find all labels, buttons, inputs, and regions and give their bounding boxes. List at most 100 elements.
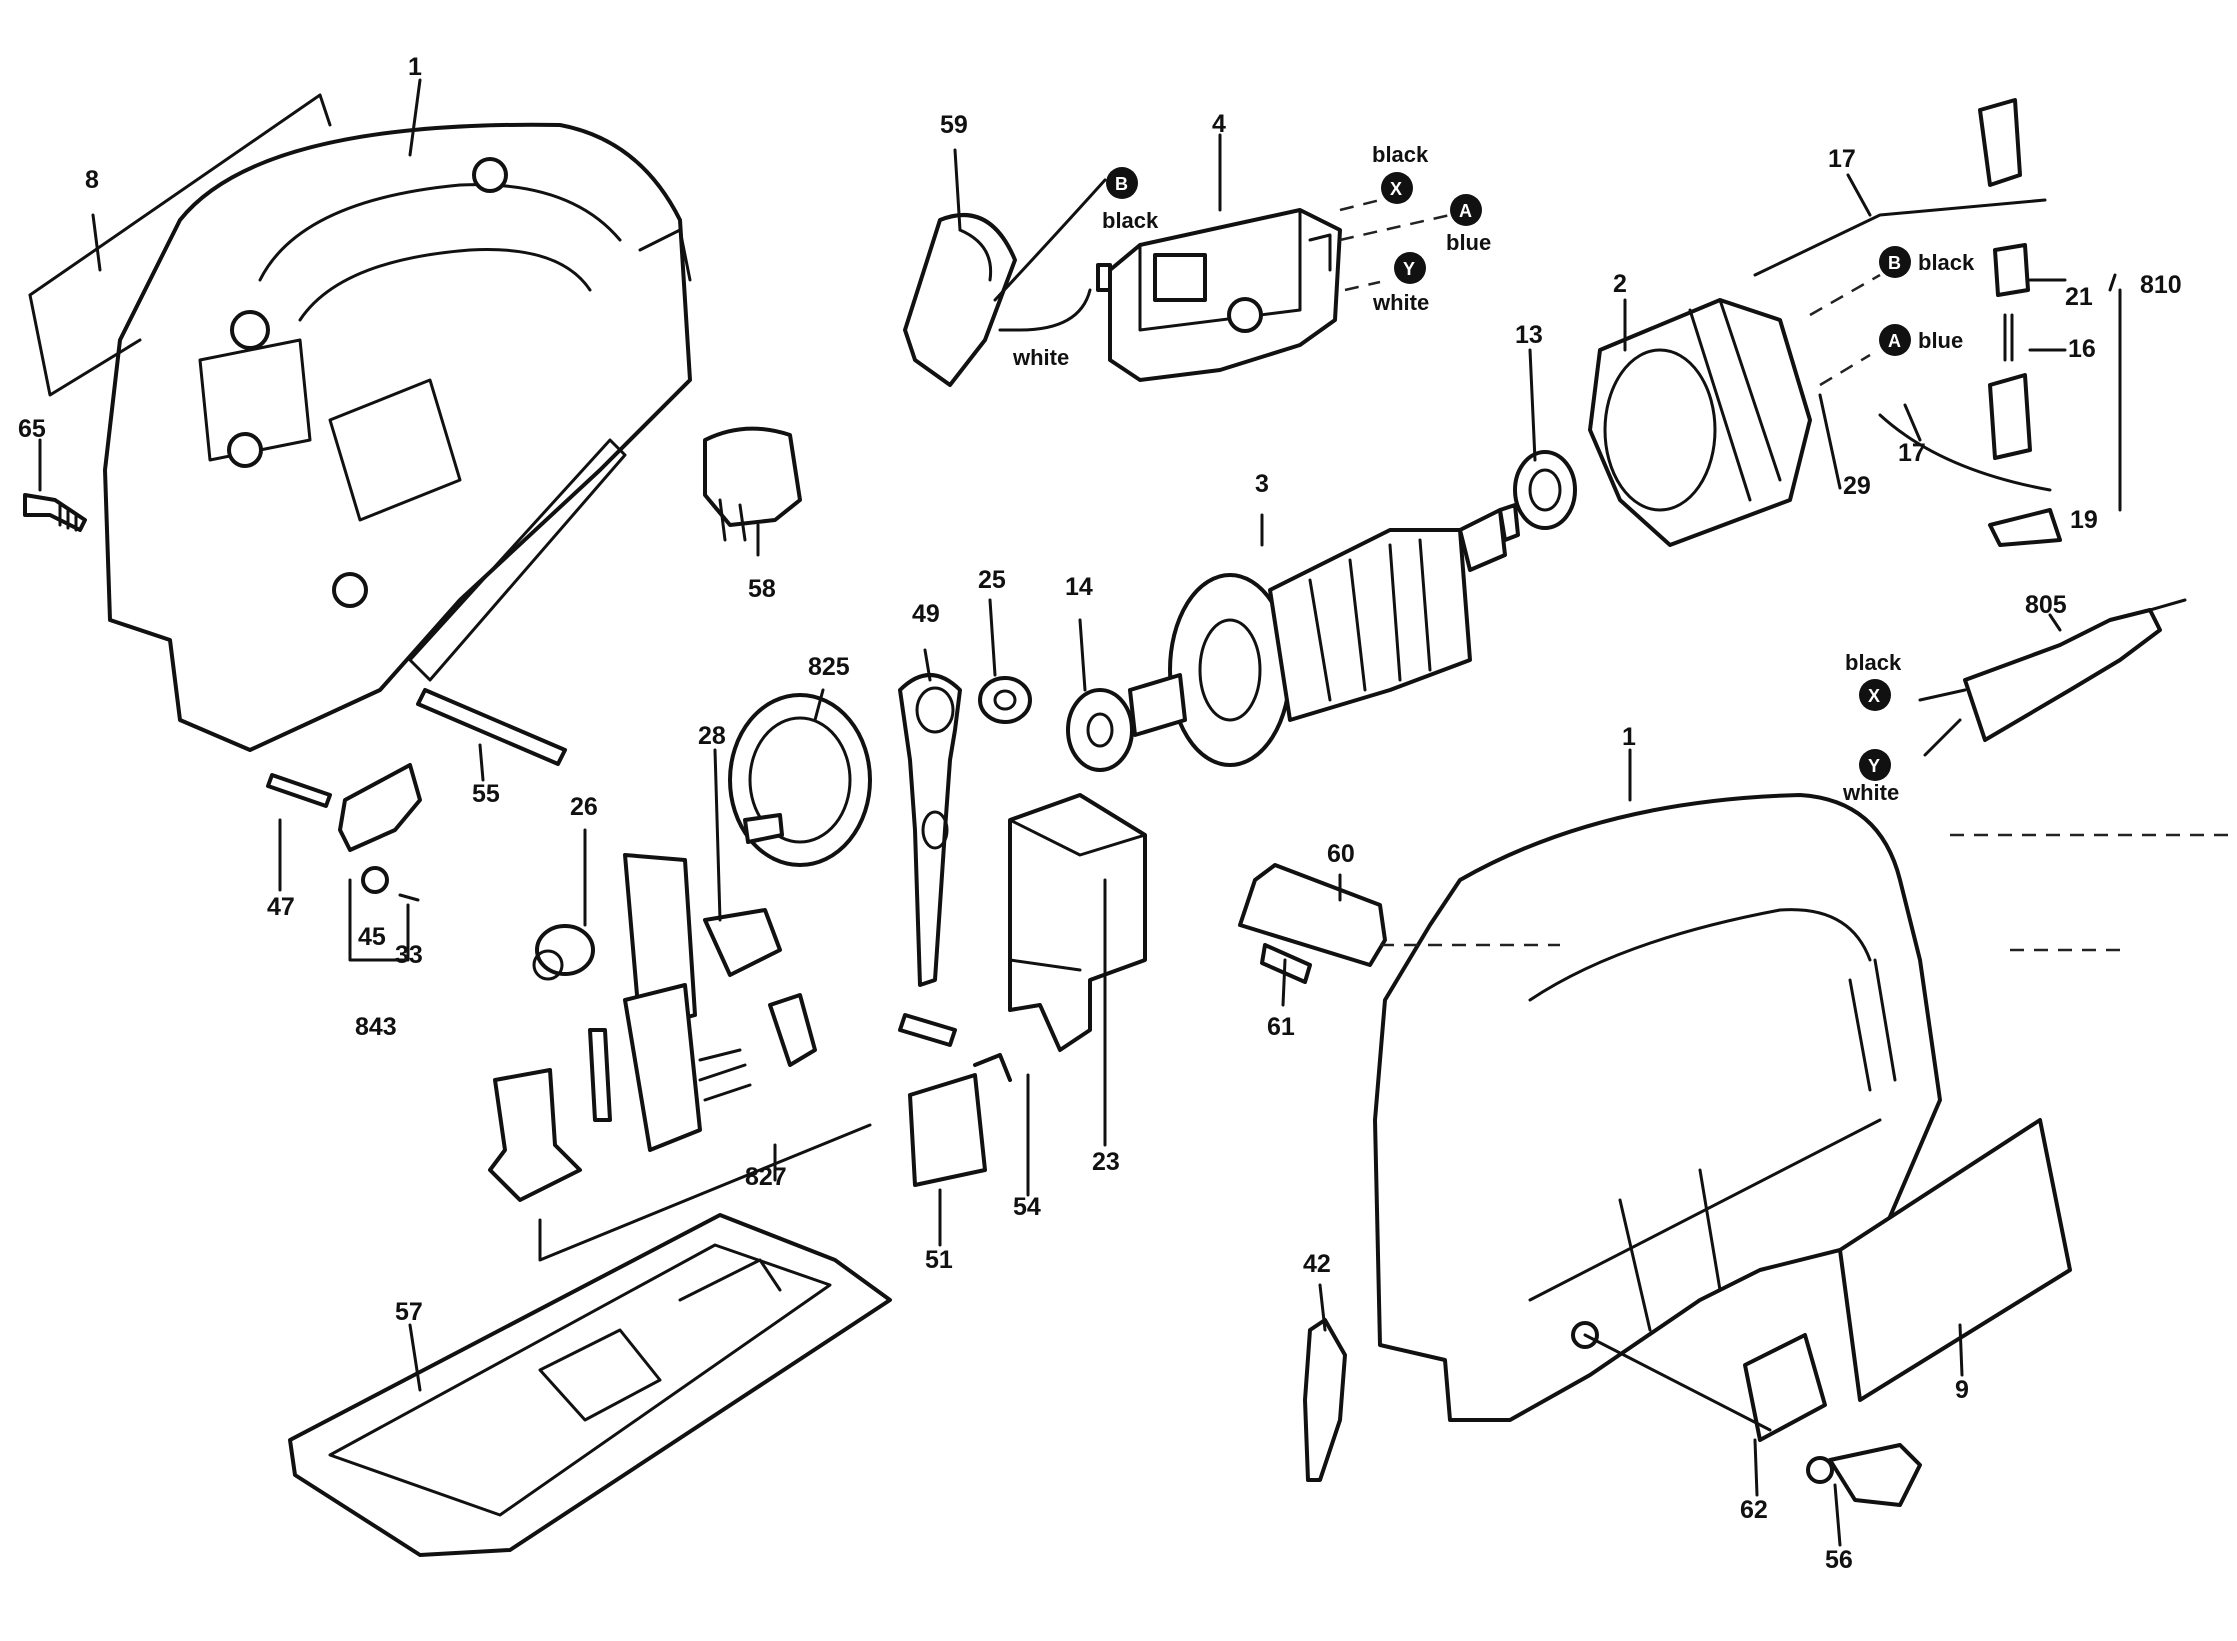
parts-51-54-drawing — [898, 1013, 1012, 1187]
bushing-25-drawing — [978, 676, 1032, 724]
housing-half-drawing — [103, 122, 692, 752]
label-sheet-9-drawing — [1838, 1118, 2072, 1402]
part-label-805: 805 — [2025, 591, 2067, 619]
wire-tag-x: X — [1390, 179, 1402, 199]
part-label-49: 49 — [912, 600, 940, 628]
part-label-26: 26 — [570, 793, 598, 821]
blower-60-drawing — [1238, 863, 1387, 984]
blade-42-drawing — [1303, 1318, 1347, 1482]
wire-label-black: black — [1918, 250, 1975, 275]
part-label-9: 9 — [1955, 1376, 1969, 1404]
part-label-54: 54 — [1013, 1193, 1041, 1221]
part-label-827: 827 — [745, 1163, 787, 1191]
screw-65-drawing — [23, 493, 87, 532]
part-label-47: 47 — [267, 893, 295, 921]
wire-tag-a: A — [1459, 201, 1472, 221]
part-label-61: 61 — [1267, 1013, 1295, 1041]
label-sheet-8-drawing — [28, 93, 332, 397]
wire-tag-y: Y — [1868, 756, 1880, 776]
wire-tag-y-circle — [1859, 749, 1891, 781]
wire-tag-x: X — [1868, 686, 1880, 706]
part-label-55: 55 — [472, 780, 500, 808]
leader-lines — [38, 78, 2122, 1547]
part-label-17: 17 — [1898, 439, 1926, 467]
part-label-2: 2 — [1613, 270, 1627, 298]
cap-58-drawing — [703, 426, 802, 542]
part-labels: 1 8 65 59 4 17 2 13 21 810 16 17 29 19 3… — [18, 53, 2182, 1574]
part-label-843: 843 — [355, 1013, 397, 1041]
wire-label-black: black — [1845, 650, 1902, 675]
part-label-14: 14 — [1065, 573, 1093, 601]
part-label-60: 60 — [1327, 840, 1355, 868]
plate-62-drawing — [1583, 1333, 1827, 1442]
part-label-45: 45 — [358, 923, 386, 951]
part-label-1: 1 — [408, 53, 422, 81]
switch-4-drawing — [1108, 208, 1342, 382]
bearing-14-drawing — [1066, 688, 1134, 772]
housing-right-drawing — [1373, 793, 1942, 1422]
armature-3-drawing — [1128, 503, 1520, 767]
wire-tag-x-circle — [1381, 172, 1413, 204]
gear-825-drawing — [728, 693, 872, 867]
wire-label-white: white — [1842, 780, 1899, 805]
reference-dashes — [1380, 833, 2230, 952]
wire-tag-a: A — [1888, 331, 1901, 351]
wheel-59-drawing — [903, 178, 1112, 387]
wire-labels: B black white black X A blue Y white B b… — [1012, 142, 1975, 805]
part-label-19: 19 — [2070, 506, 2098, 534]
wire-label-blue: blue — [1918, 328, 1963, 353]
part-label-1: 1 — [1622, 723, 1636, 751]
part-label-3: 3 — [1255, 470, 1269, 498]
part-label-42: 42 — [1303, 1250, 1331, 1278]
wire-tag-y-circle — [1394, 252, 1426, 284]
plunger-group-drawing — [488, 853, 872, 1262]
part-label-58: 58 — [748, 575, 776, 603]
part-label-65: 65 — [18, 415, 46, 443]
switch-wires-drawing — [1339, 198, 1451, 292]
wire-tag-y: Y — [1403, 259, 1415, 279]
wire-tag-b: B — [1115, 174, 1128, 194]
part-label-13: 13 — [1515, 321, 1543, 349]
wire-label-blue: blue — [1446, 230, 1491, 255]
wire-tag-x-circle — [1859, 679, 1891, 711]
wire-tag-b-circle — [1879, 246, 1911, 278]
part-label-62: 62 — [1740, 1496, 1768, 1524]
part-label-21: 21 — [2065, 283, 2093, 311]
part-label-17: 17 — [1828, 145, 1856, 173]
part-label-57: 57 — [395, 1298, 423, 1326]
part-label-25: 25 — [978, 566, 1006, 594]
part-label-59: 59 — [940, 111, 968, 139]
wire-label-black: black — [1372, 142, 1429, 167]
wire-tag-a-circle — [1879, 324, 1911, 356]
part-label-51: 51 — [925, 1246, 953, 1274]
stator-2-drawing — [1588, 298, 1812, 547]
brush-holders-drawing — [1753, 98, 2062, 547]
bracket-23-drawing — [1008, 793, 1147, 1052]
stator-wires-drawing — [1809, 273, 1881, 387]
part-label-23: 23 — [1092, 1148, 1120, 1176]
wire-label-black: black — [1102, 208, 1159, 233]
lever-49-drawing — [898, 673, 962, 987]
part-label-29: 29 — [1843, 472, 1871, 500]
bearing-13-drawing — [1513, 450, 1577, 530]
part-label-16: 16 — [2068, 335, 2096, 363]
part-label-56: 56 — [1825, 1546, 1853, 1574]
bushing-26-drawing — [532, 924, 595, 981]
part-label-28: 28 — [698, 722, 726, 750]
wire-tag-b-circle — [1106, 167, 1138, 199]
wire-tag-a-circle — [1450, 194, 1482, 226]
part-label-810: 810 — [2140, 271, 2182, 299]
part-label-825: 825 — [808, 653, 850, 681]
lever-56-drawing — [1806, 1443, 1922, 1507]
lever-843-drawing — [338, 763, 422, 962]
pin-47-drawing — [266, 773, 332, 808]
part-label-8: 8 — [85, 166, 99, 194]
wire-label-white: white — [1012, 345, 1069, 370]
wire-tag-b: B — [1888, 253, 1901, 273]
part-label-33: 33 — [395, 941, 423, 969]
pin-55-drawing — [416, 688, 567, 766]
part-label-4: 4 — [1212, 110, 1226, 138]
wire-label-white: white — [1372, 290, 1429, 315]
cord-805-drawing — [1918, 598, 2187, 757]
